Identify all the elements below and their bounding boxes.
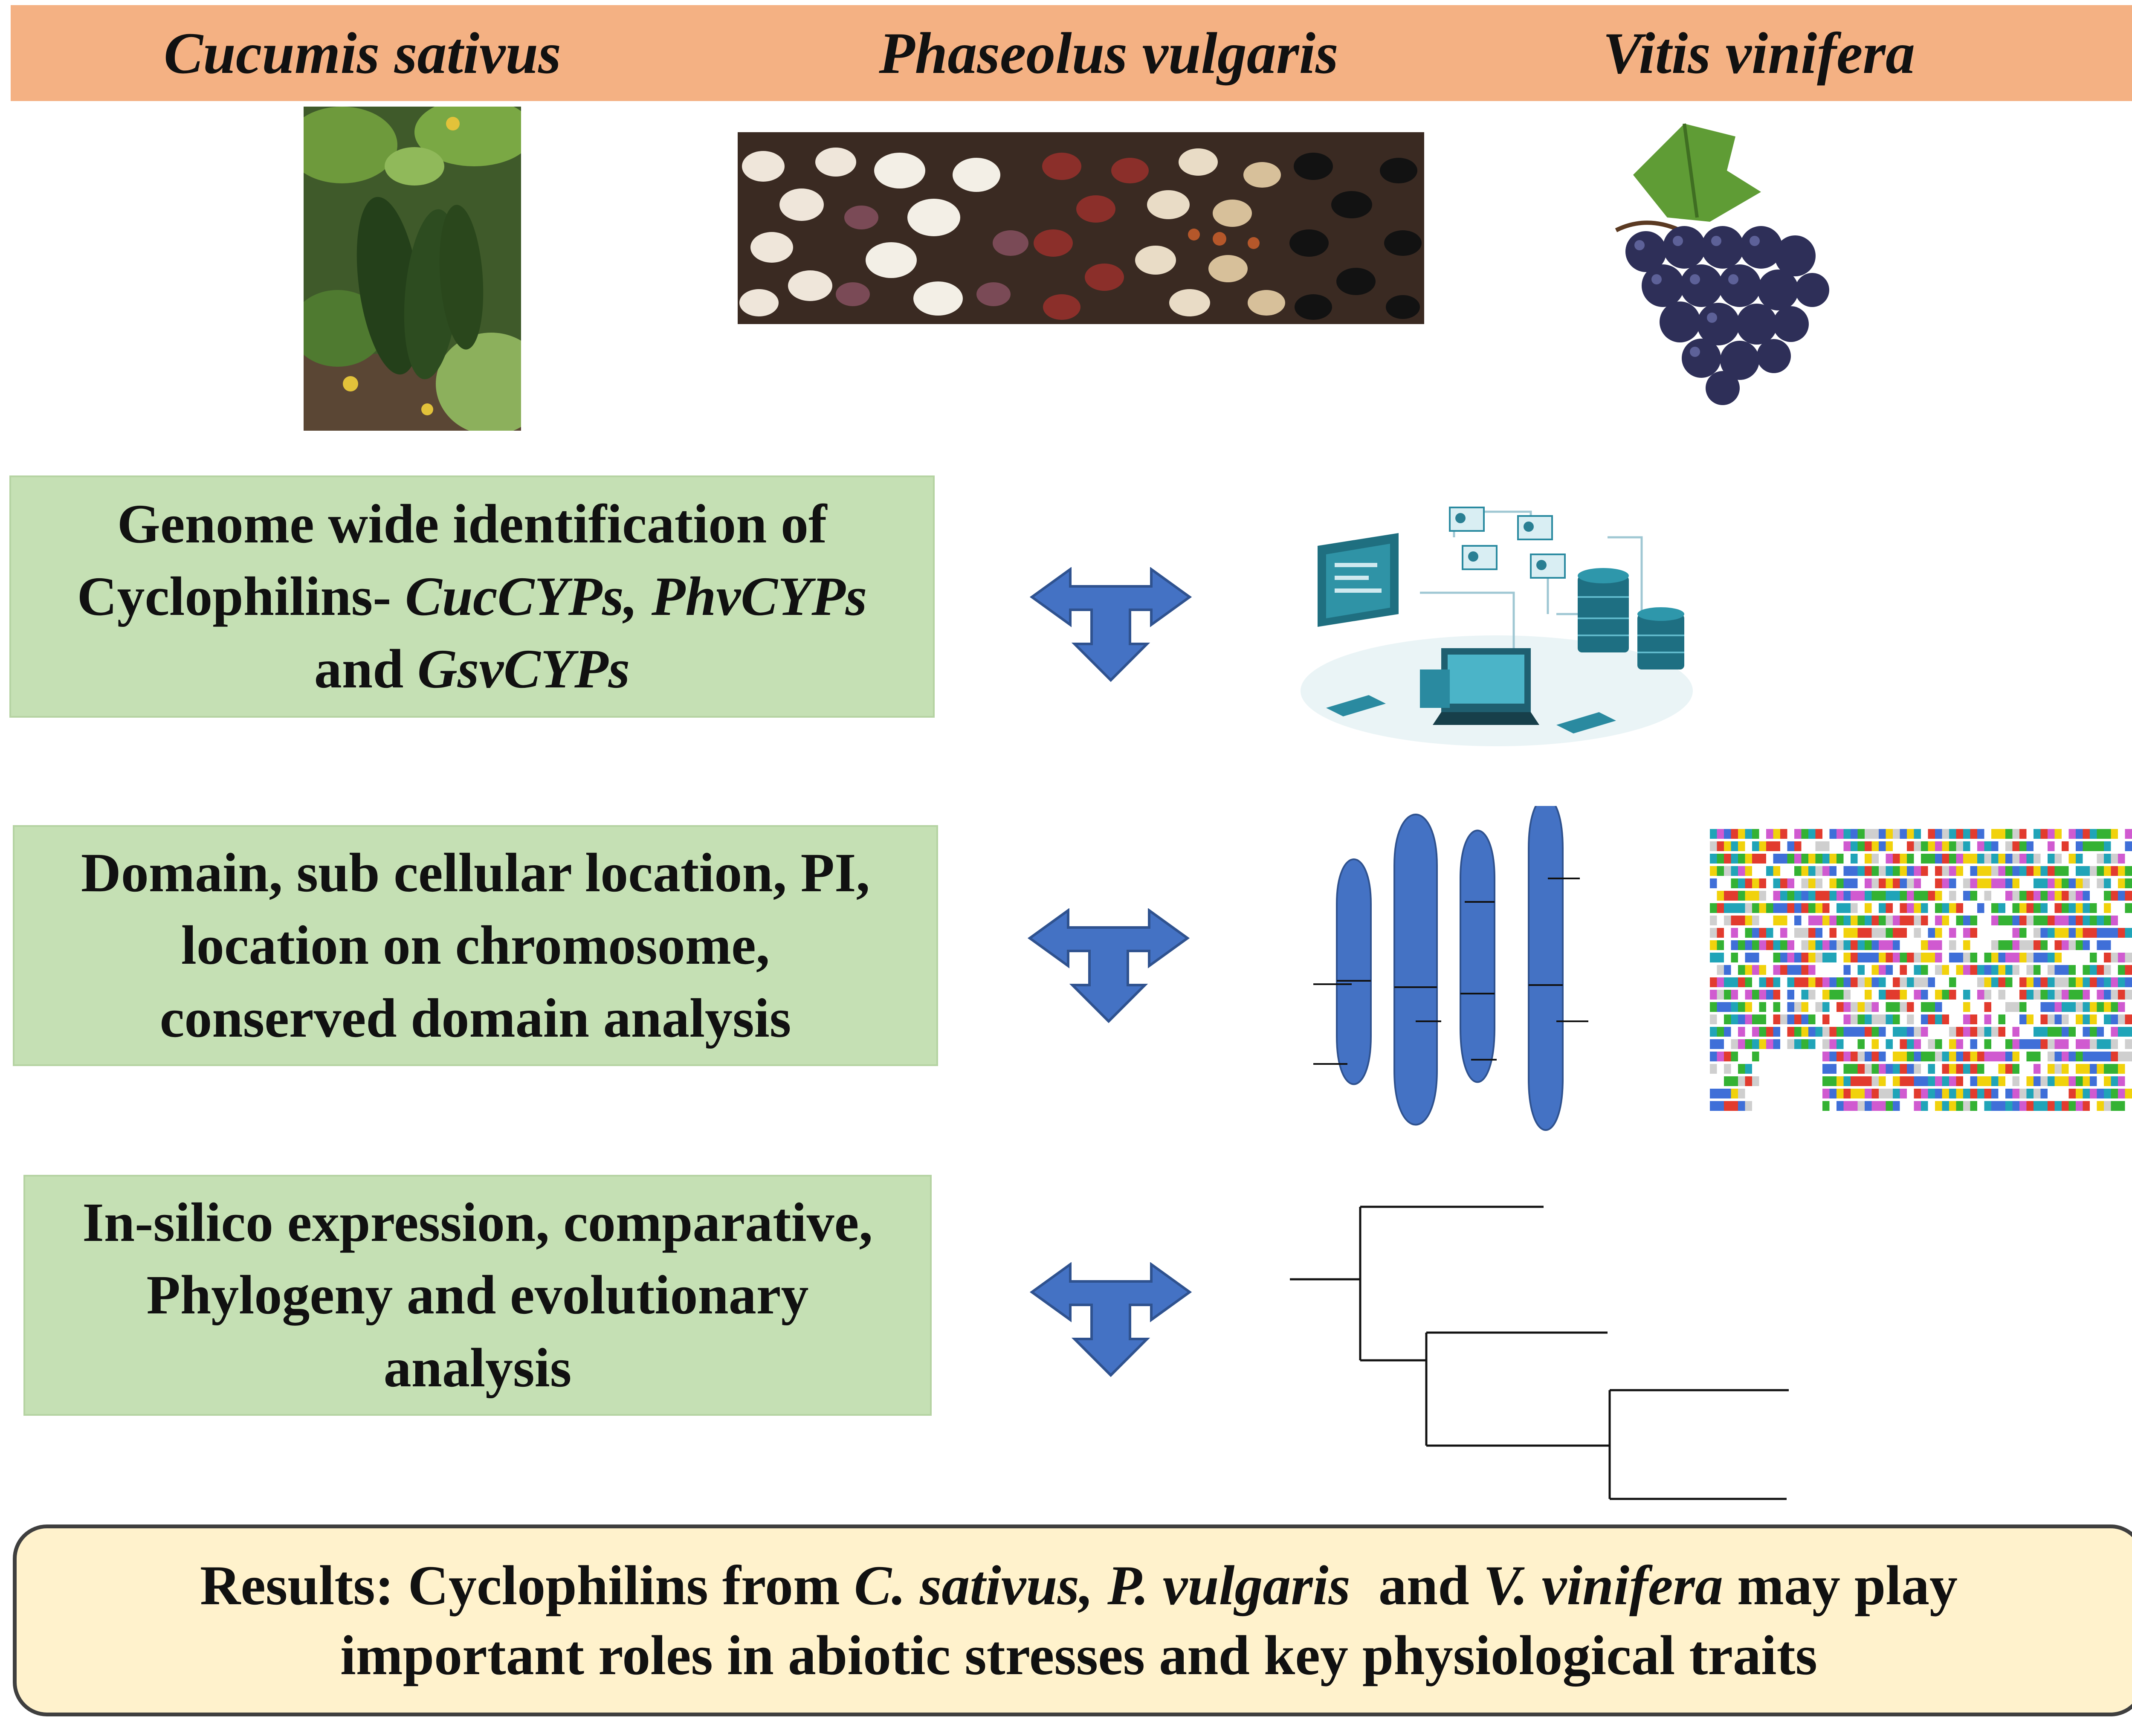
species-label-cucumis: Cucumis sativus [164,20,561,86]
phylogenetic-tree [1290,1206,1789,1500]
database-illustration [1301,507,1693,746]
beans-photo [738,132,1424,324]
chromosome-map [1313,806,1588,1131]
step3-line1: In-silico expression, comparative, [82,1192,873,1254]
step3-line2: Phylogeny and evolutionary [146,1264,809,1326]
result-line2: important roles in abiotic stresses and … [340,1624,1817,1687]
species-label-vitis: Vitis vinifera [1602,20,1915,86]
sequence-alignment [1706,819,2132,1130]
species-header: Cucumis sativus Phaseolus vulgaris Vitis… [11,5,2132,101]
results-box: Results: Cyclophilins from C. sativus, P… [13,1524,2132,1716]
double-arrow-icon [1030,1262,1192,1377]
step2-line2: location on chromosome, [181,915,770,977]
double-arrow-icon [1028,908,1190,1023]
step-phylogeny-analysis: In-silico expression, comparative, Phylo… [23,1175,932,1416]
step2-line1: Domain, sub cellular location, PI, [81,842,870,904]
step1-line3: and GsvCYPs [314,638,630,700]
step1-line2: Cyclophilins- CucCYPs, PhvCYPs [77,565,867,627]
step1-line1: Genome wide identification of [117,493,827,555]
double-arrow-icon [1030,567,1192,682]
step-genome-identification: Genome wide identification of Cyclophili… [9,475,935,718]
species-label-phaseolus: Phaseolus vulgaris [879,20,1338,86]
cucumber-photo [304,107,521,431]
step-domain-analysis: Domain, sub cellular location, PI, locat… [13,825,938,1066]
grapes-photo [1615,123,1829,405]
step2-line3: conserved domain analysis [159,987,791,1049]
result-line1: Results: Cyclophilins from C. sativus, P… [200,1554,1958,1617]
step3-line3: analysis [383,1337,572,1399]
